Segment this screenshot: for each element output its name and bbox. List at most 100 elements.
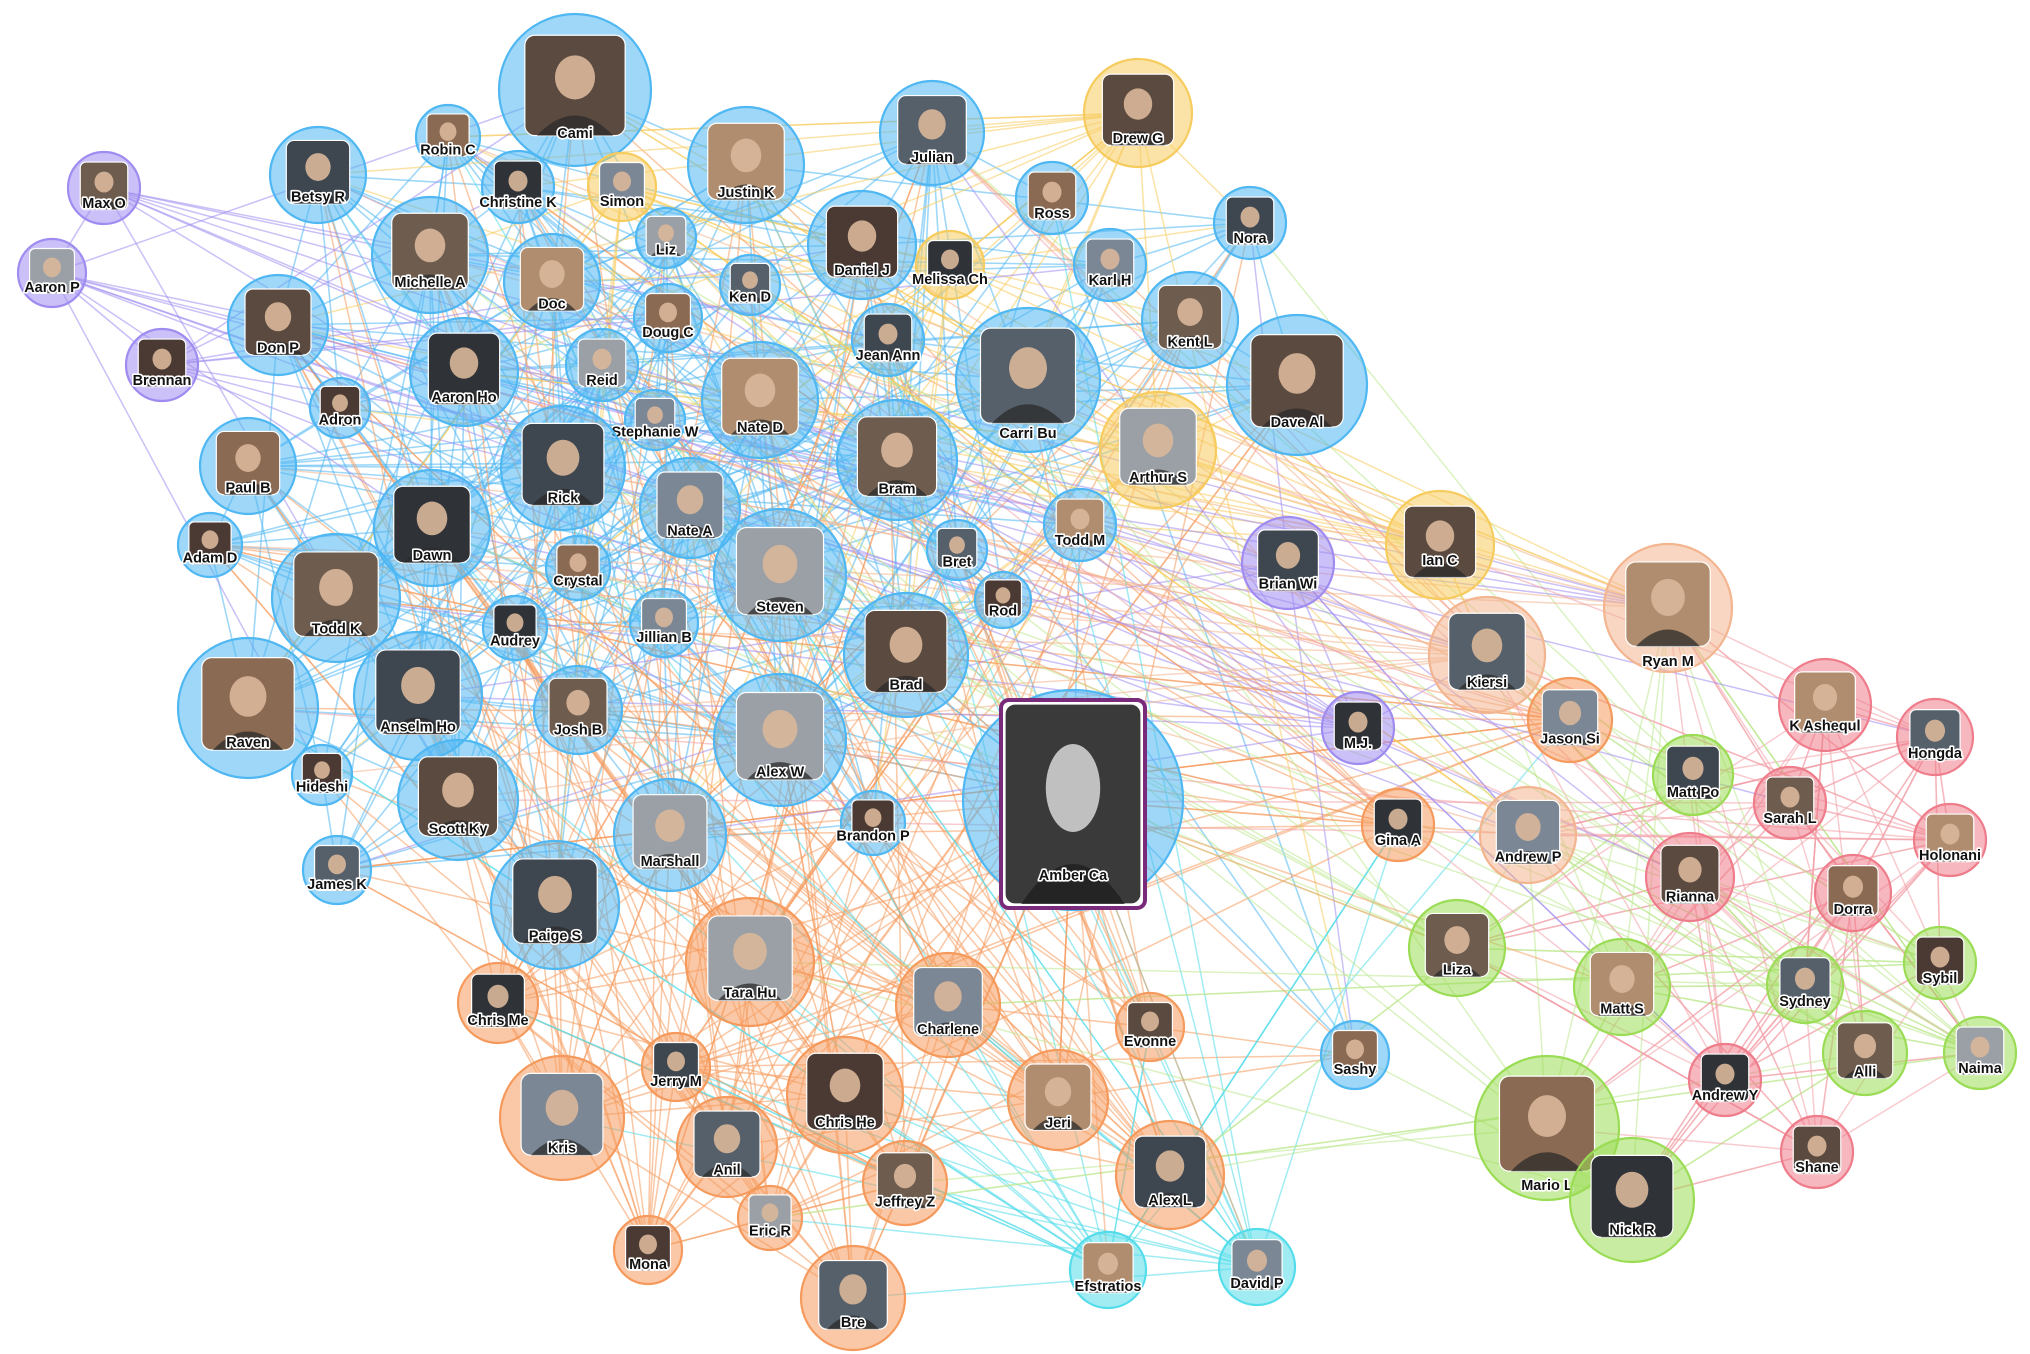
node-ross[interactable]: Ross (1014, 160, 1090, 236)
node-liz[interactable]: Liz (634, 206, 698, 270)
node-reid[interactable]: Reid (564, 327, 640, 403)
node-adron[interactable]: Adron (308, 376, 372, 440)
node-brandon-p[interactable]: Brandon P (835, 789, 912, 857)
node-alli[interactable]: Alli (1821, 1009, 1909, 1097)
node-dorra[interactable]: Dorra (1813, 853, 1893, 933)
node-gina-a[interactable]: Gina A (1360, 787, 1436, 863)
node-ryan-m[interactable]: Ryan M (1602, 542, 1734, 674)
node-doc[interactable]: Doc (502, 232, 602, 332)
node-evonne[interactable]: Evonne (1114, 991, 1186, 1063)
node-rod[interactable]: Rod (973, 570, 1033, 630)
node-jason-si[interactable]: Jason Si (1526, 676, 1614, 764)
node-paige-s[interactable]: Paige S (489, 839, 621, 971)
node-max-o[interactable]: Max O (66, 150, 142, 226)
node-jean-ann[interactable]: Jean Ann (850, 302, 926, 378)
node-julian[interactable]: Julian (878, 79, 986, 187)
node-christine-k[interactable]: Christine K (478, 149, 559, 225)
node-jerry-m[interactable]: Jerry M (640, 1031, 712, 1103)
node-k-ashequl[interactable]: K Ashequl (1777, 657, 1873, 753)
node-amber-ca[interactable]: Amber Ca (961, 688, 1185, 912)
node-nate-d[interactable]: Nate D (700, 340, 820, 460)
node-stephanie-w[interactable]: Stephanie W (610, 388, 700, 452)
node-paul-b[interactable]: Paul B (198, 416, 298, 516)
node-tara-hu[interactable]: Tara Hu (684, 896, 816, 1028)
node-doug-c[interactable]: Doug C (632, 282, 704, 354)
node-rick[interactable]: Rick (499, 404, 627, 532)
node-nate-a[interactable]: Nate A (638, 456, 742, 560)
node-chris-he[interactable]: Chris He (785, 1035, 905, 1155)
node-simon[interactable]: Simon (586, 151, 658, 223)
node-hongda[interactable]: Hongda (1895, 697, 1975, 777)
node-kris[interactable]: Kris (498, 1054, 626, 1182)
node-scott-ky[interactable]: Scott Ky (396, 738, 520, 862)
node-brennan[interactable]: Brennan (124, 327, 200, 403)
node-cami[interactable]: Cami (497, 12, 653, 168)
node-marshall[interactable]: Marshall (612, 777, 728, 893)
node-todd-m[interactable]: Todd M (1042, 487, 1118, 563)
node-jeffrey-z[interactable]: Jeffrey Z (861, 1139, 949, 1227)
node-audrey[interactable]: Audrey (481, 594, 549, 662)
node-dawn[interactable]: Dawn (372, 468, 492, 588)
node-chris-me[interactable]: Chris Me (456, 961, 540, 1045)
node-matt-po[interactable]: Matt Po (1651, 733, 1735, 817)
node-crystal[interactable]: Crystal (544, 534, 612, 602)
node-justin-k[interactable]: Justin K (686, 105, 806, 225)
node-rianna[interactable]: Rianna (1644, 831, 1736, 923)
node-robin-c[interactable]: Robin C (414, 103, 482, 171)
node-carri-bu[interactable]: Carri Bu (954, 306, 1102, 454)
node-mona[interactable]: Mona (612, 1214, 684, 1286)
node-sarah-l[interactable]: Sarah L (1752, 765, 1828, 841)
node-ian-c[interactable]: Ian C (1384, 489, 1496, 601)
node-dave-al[interactable]: Dave Al (1225, 313, 1369, 457)
node-eric-r[interactable]: Eric R (736, 1184, 804, 1252)
node-raven[interactable]: Raven (176, 636, 320, 780)
node-adam-d[interactable]: Adam D (176, 511, 244, 579)
node-anil[interactable]: Anil (675, 1095, 779, 1199)
node-m-j[interactable]: M.J. (1320, 690, 1396, 766)
node-aaron-ho[interactable]: Aaron Ho (408, 316, 520, 428)
node-nick-r[interactable]: Nick R (1568, 1136, 1696, 1264)
node-brad[interactable]: Brad (842, 591, 970, 719)
node-michelle-a[interactable]: Michelle A (370, 195, 490, 315)
node-nora[interactable]: Nora (1212, 185, 1288, 261)
node-brian-wi[interactable]: Brian Wi (1240, 515, 1336, 611)
node-arthur-s[interactable]: Arthur S (1098, 390, 1218, 510)
node-mario-l[interactable]: Mario L (1473, 1054, 1621, 1202)
node-daniel-j[interactable]: Daniel J (806, 189, 918, 301)
node-hideshi[interactable]: Hideshi (290, 743, 354, 807)
node-todd-k[interactable]: Todd K (270, 532, 402, 664)
node-andrew-y[interactable]: Andrew Y (1687, 1042, 1763, 1118)
node-drew-g[interactable]: Drew G (1082, 57, 1194, 169)
node-james-k[interactable]: James K (301, 834, 373, 906)
node-anselm-ho[interactable]: Anselm Ho (352, 630, 484, 762)
node-alex-w[interactable]: Alex W (712, 672, 848, 808)
node-charlene[interactable]: Charlene (894, 951, 1002, 1059)
node-alex-l[interactable]: Alex L (1114, 1119, 1226, 1231)
node-bret[interactable]: Bret (925, 518, 989, 582)
node-ken-d[interactable]: Ken D (718, 253, 782, 317)
node-bre[interactable]: Bre (799, 1244, 907, 1352)
node-efstratios[interactable]: Efstratios (1068, 1230, 1148, 1310)
node-holonani[interactable]: Holonani (1912, 802, 1988, 878)
node-aaron-p[interactable]: Aaron P (16, 237, 88, 309)
node-bram[interactable]: Bram (835, 398, 959, 522)
node-jeri[interactable]: Jeri (1006, 1048, 1110, 1152)
node-sydney[interactable]: Sydney (1765, 945, 1845, 1025)
node-jillian-b[interactable]: Jillian B (628, 587, 700, 659)
node-liza[interactable]: Liza (1407, 898, 1507, 998)
node-shane[interactable]: Shane (1779, 1114, 1855, 1190)
node-naima[interactable]: Naima (1942, 1015, 2018, 1091)
node-steven[interactable]: Steven (712, 507, 848, 643)
node-kent-l[interactable]: Kent L (1140, 270, 1240, 370)
node-kiersi[interactable]: Kiersi (1427, 595, 1547, 715)
node-don-p[interactable]: Don P (226, 273, 330, 377)
node-david-p[interactable]: David P (1217, 1227, 1297, 1307)
node-sashy[interactable]: Sashy (1319, 1019, 1391, 1091)
node-betsy-r[interactable]: Betsy R (268, 125, 368, 225)
node-melissa-ch[interactable]: Melissa Ch (911, 229, 989, 301)
node-matt-s[interactable]: Matt S (1572, 937, 1672, 1037)
node-sybil[interactable]: Sybil (1902, 925, 1978, 1001)
node-josh-b[interactable]: Josh B (532, 664, 624, 756)
node-andrew-p[interactable]: Andrew P (1478, 785, 1578, 885)
node-karl-h[interactable]: Karl H (1072, 227, 1148, 303)
